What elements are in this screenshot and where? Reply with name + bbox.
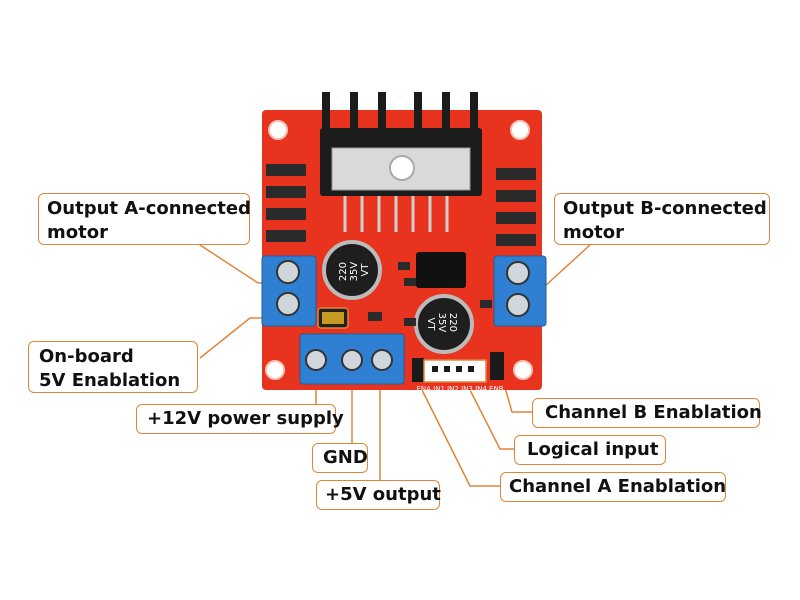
header-pins [412, 352, 504, 383]
voltage-regulator [416, 252, 466, 288]
label-12v-power-text: +12V power supply [147, 408, 344, 429]
label-gnd-text: GND [323, 447, 368, 468]
terminal-output-b [493, 255, 547, 327]
terminal-output-a [261, 255, 317, 327]
capacitor-right-text: 220 35V VT [425, 313, 458, 336]
cap-right-line2: 35V [436, 313, 447, 333]
mounting-hole-tl [268, 120, 288, 140]
leader-channel-b [503, 383, 532, 413]
cap-left-line3: VT [360, 263, 371, 277]
terminal-b-screw-2 [506, 293, 530, 317]
label-12v-power: +12V power supply [136, 404, 344, 434]
label-channel-a: Channel A Enablation [500, 472, 726, 502]
mounting-holes [265, 120, 533, 380]
terminal-power [299, 333, 405, 385]
cap-right-line1: 220 [447, 313, 458, 332]
driver-ic [331, 147, 471, 191]
mounting-hole-bl [265, 360, 285, 380]
label-output-b-line1: Output B-connected [563, 198, 767, 219]
label-output-b: Output B-connected motor [554, 193, 770, 245]
label-logical-input-text: Logical input [527, 439, 659, 460]
cap-right-line3: VT [425, 318, 436, 332]
driver-ic-screw [389, 155, 415, 181]
label-output-b-line2: motor [563, 222, 624, 243]
label-5v-output-text: +5V output [325, 484, 441, 505]
label-logical-input: Logical input [514, 435, 666, 465]
label-channel-a-text: Channel A Enablation [509, 476, 727, 497]
capacitor-left [322, 240, 382, 300]
terminal-gnd-screw [341, 349, 363, 371]
cap-left-line1: 220 [338, 262, 349, 281]
capacitor-left-text: 220 35V VT [338, 259, 371, 282]
header-pin-labels: ENA IN1 IN2 IN3 IN4 ENB [416, 385, 503, 393]
label-onboard-5v: On-board 5V Enablation [28, 341, 198, 393]
terminal-5v-screw [371, 349, 393, 371]
label-onboard-5v-line2: 5V Enablation [39, 370, 181, 391]
mounting-hole-br [513, 360, 533, 380]
terminal-b-screw-1 [506, 261, 530, 285]
label-5v-output: +5V output [316, 480, 441, 510]
terminal-a-screw-2 [276, 292, 300, 316]
leader-channel-a [419, 385, 500, 487]
label-output-a-line1: Output A-connected [47, 198, 251, 219]
label-onboard-5v-line1: On-board [39, 346, 134, 367]
diodes-right [496, 168, 536, 246]
mounting-hole-tr [510, 120, 530, 140]
label-output-a-line2: motor [47, 222, 108, 243]
label-output-a: Output A-connected motor [38, 193, 251, 245]
cap-left-line2: 35V [349, 262, 360, 282]
terminal-12v-screw [305, 349, 327, 371]
diodes-left [266, 164, 306, 242]
leader-logical [467, 385, 514, 450]
terminal-a-screw-1 [276, 260, 300, 284]
label-channel-b-text: Channel B Enablation [545, 402, 762, 423]
label-gnd: GND [312, 443, 368, 473]
smd-components [368, 262, 492, 326]
leader-output-a [199, 244, 264, 284]
leader-output-b [540, 244, 591, 287]
label-channel-b: Channel B Enablation [532, 398, 762, 428]
driver-ic-pins [343, 196, 449, 232]
